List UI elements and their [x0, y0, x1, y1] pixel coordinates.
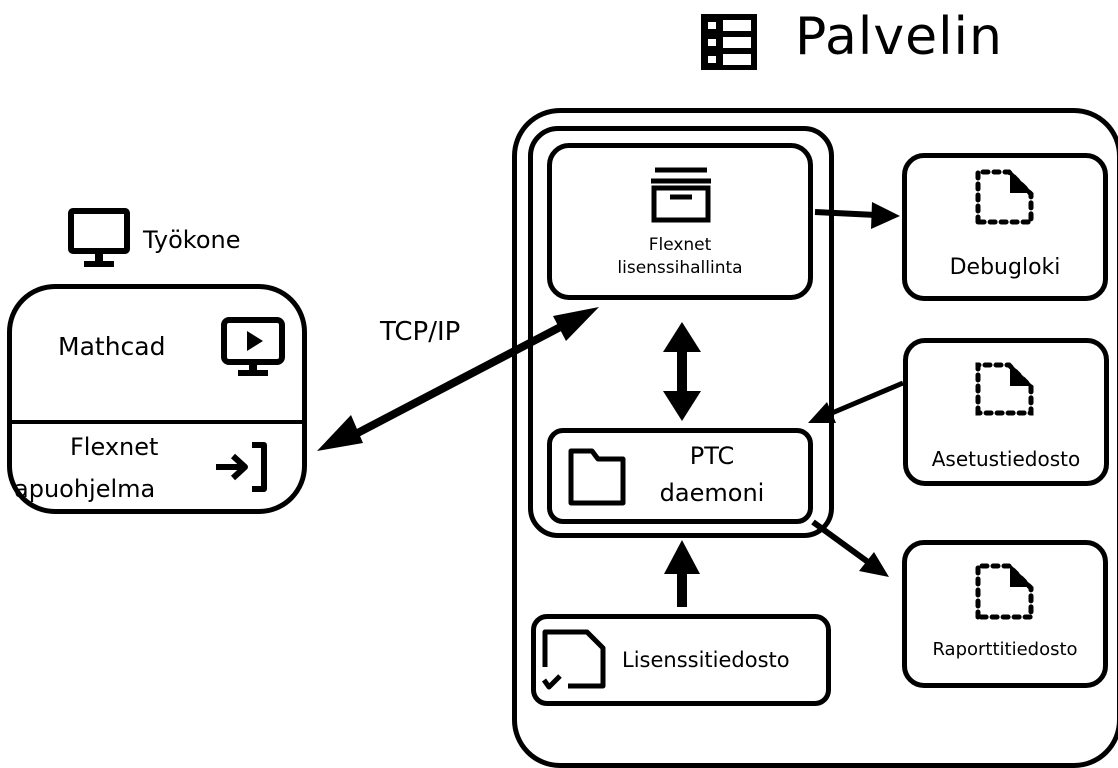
archive-box-icon [651, 167, 711, 223]
options-file-label: Asetustiedosto [931, 447, 1081, 471]
flexnet-utility-subtitle: apuohjelma [14, 475, 156, 503]
options-file-file-icon [975, 362, 1034, 416]
report-file-file-icon [975, 563, 1034, 620]
workstation-divider [12, 420, 302, 424]
manager-daemon-double-arrow [663, 322, 701, 421]
debug-log-box [902, 153, 1108, 301]
options-file-to-daemon-arrow [808, 380, 904, 423]
ptc-daemon-title: PTC [689, 442, 735, 470]
diagram-overlay [68, 14, 1034, 690]
report-file-label: Raporttitiedosto [932, 639, 1078, 660]
ptc-daemon-box [547, 428, 813, 524]
license-file-box [531, 614, 831, 706]
manager-to-debug-log-arrow [814, 202, 900, 229]
tcp-ip-label: TCP/IP [380, 317, 461, 347]
login-icon [216, 442, 267, 492]
license-file-to-daemon-arrow [664, 540, 700, 607]
mathcad-label: Mathcad [58, 332, 166, 361]
play-monitor-icon [221, 317, 285, 376]
server-title: Palvelin [795, 7, 1003, 67]
ptc-daemon-subtitle: daemoni [659, 479, 765, 507]
flexnet-utility-title: Flexnet [70, 433, 159, 461]
workstation-title: Työkone [143, 226, 241, 254]
daemon-to-report-file-arrow [811, 519, 889, 577]
license-architecture-diagram: Flexnet lisenssihallinta PTC daemoni Lis… [7, 7, 1118, 768]
server-rack-icon [701, 14, 757, 70]
flexnet-manager-subtitle: lisenssihallinta [617, 258, 743, 278]
tcp-ip-double-arrow [317, 307, 599, 451]
debug-log-file-icon [975, 169, 1034, 225]
monitor-icon [68, 208, 130, 267]
folder-icon [568, 448, 626, 506]
file-check-icon [541, 629, 606, 690]
flexnet-manager-title: Flexnet [648, 235, 712, 255]
debug-log-label: Debugloki [949, 255, 1061, 280]
connection-arrows [317, 202, 904, 607]
license-file-label: Lisenssitiedosto [622, 648, 790, 672]
